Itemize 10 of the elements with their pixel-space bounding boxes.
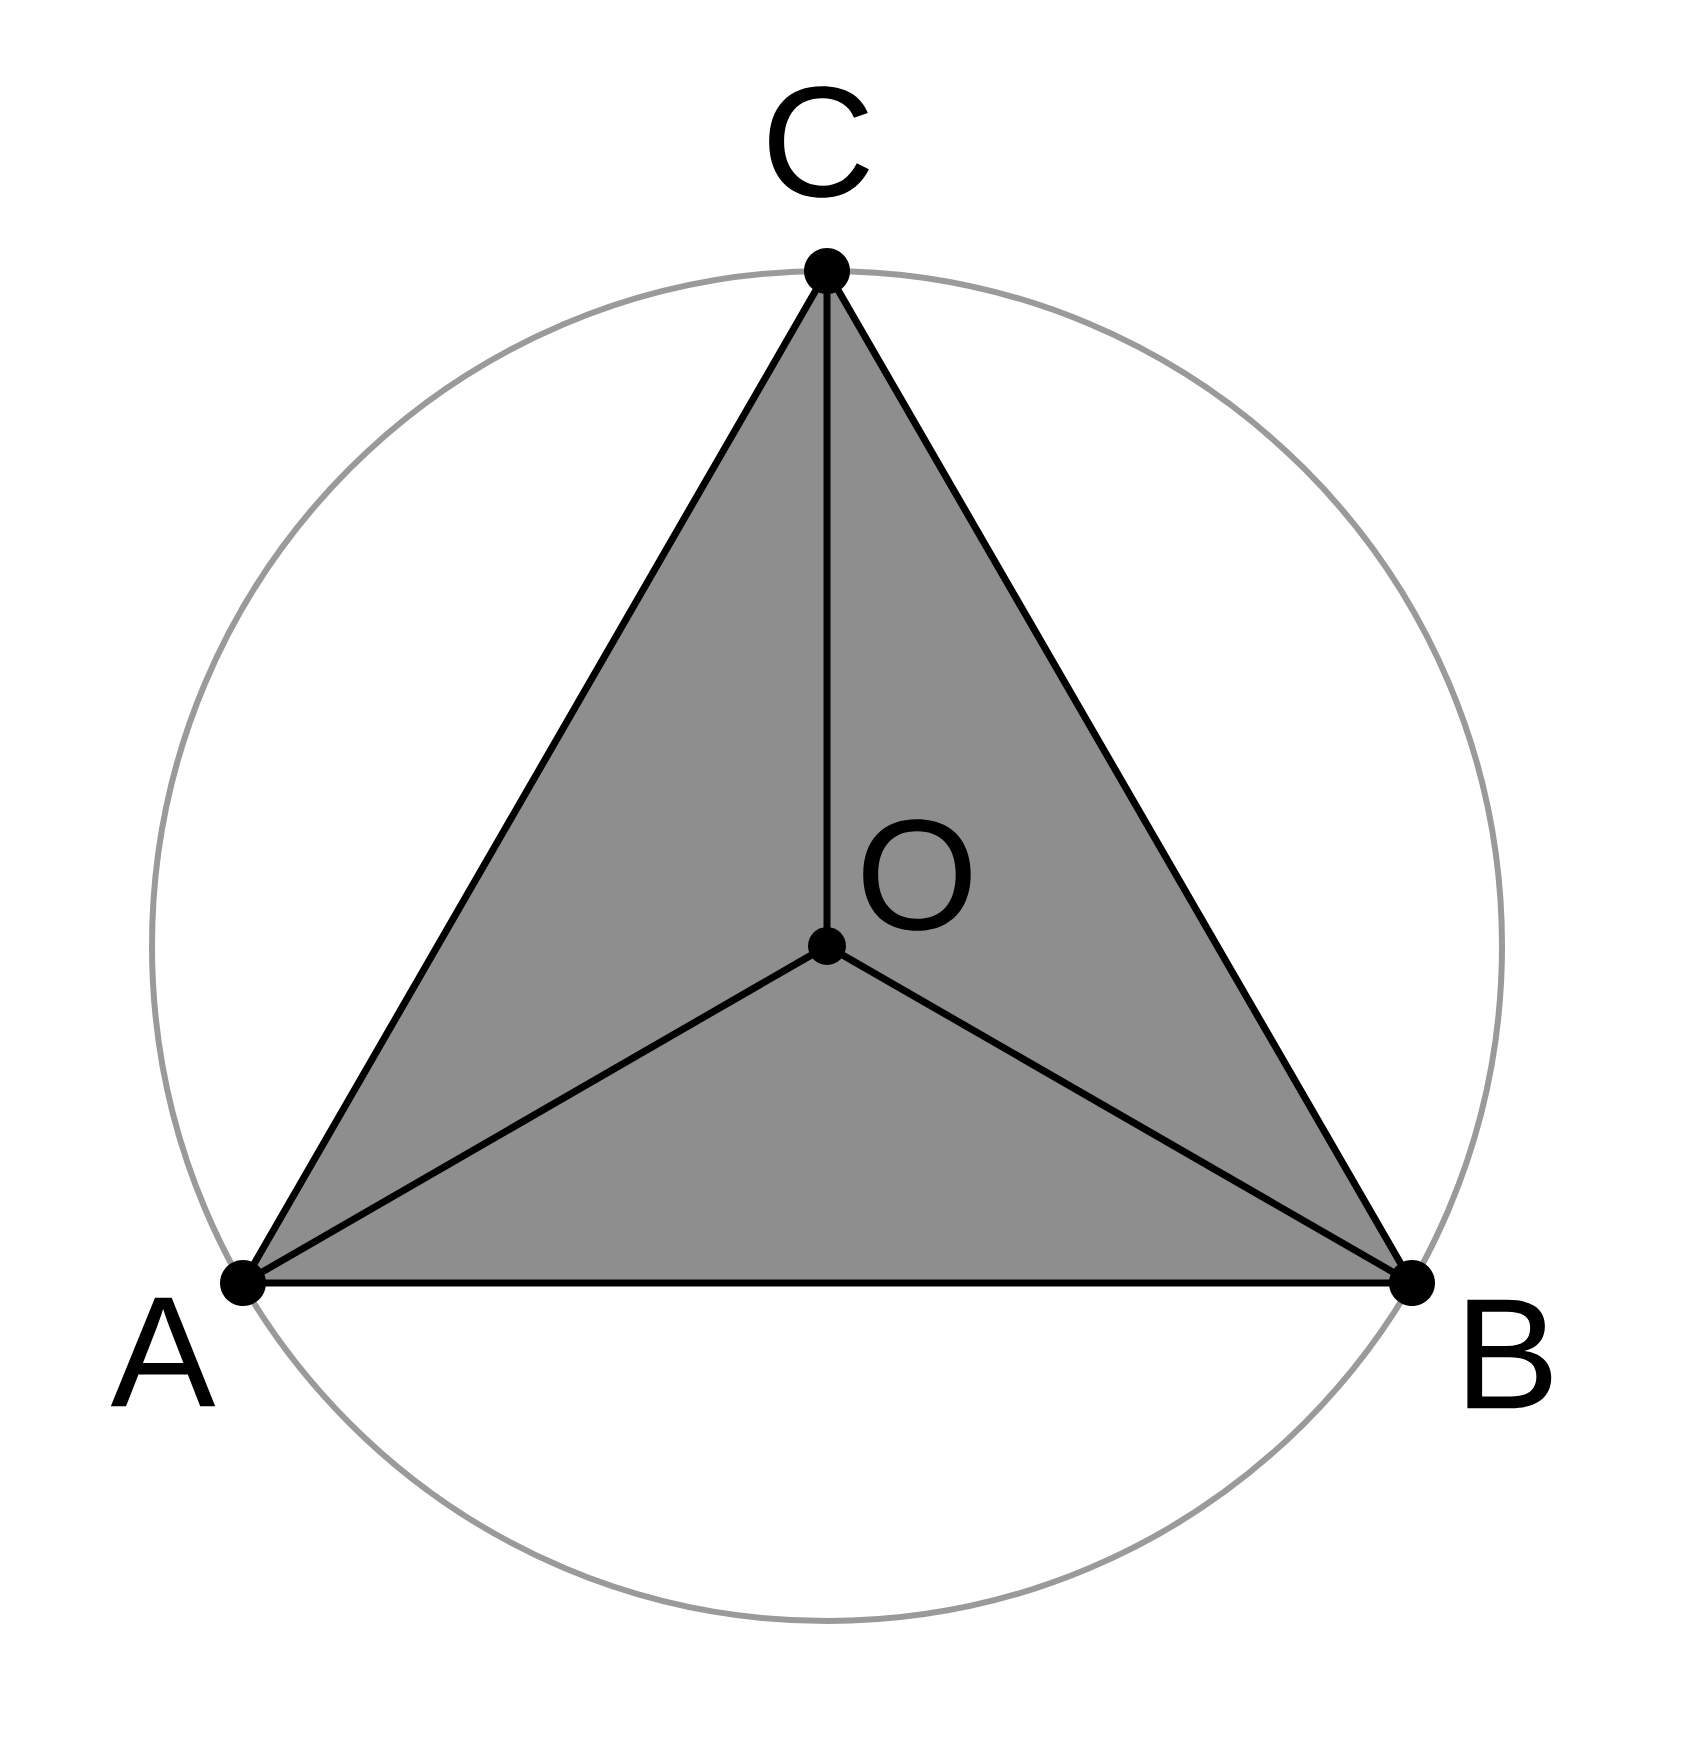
point-label: O xyxy=(863,819,971,931)
line-segment xyxy=(251,287,819,1267)
point-label: A xyxy=(110,1297,216,1407)
point-label: B xyxy=(1467,1299,1552,1409)
line-segment xyxy=(835,287,1404,1267)
point-label: C xyxy=(769,86,869,198)
line-segment xyxy=(262,1279,1393,1287)
line-segment xyxy=(840,952,1396,1275)
line-segment xyxy=(259,952,814,1275)
line-segment xyxy=(823,290,831,931)
